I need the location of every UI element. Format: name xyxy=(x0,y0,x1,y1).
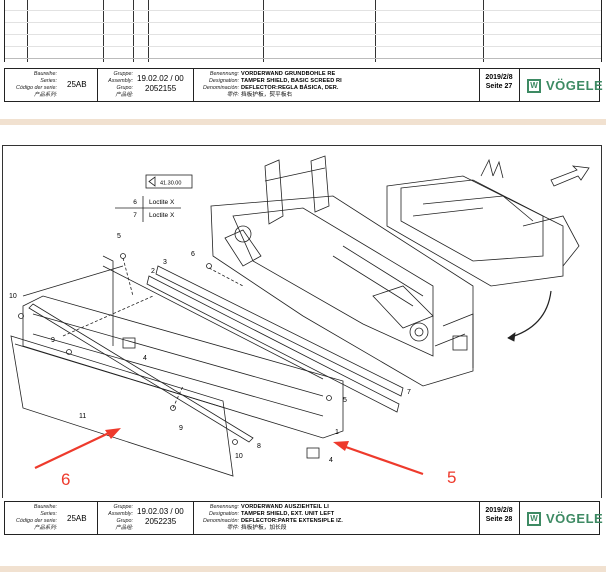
annotation-arrow-right xyxy=(342,444,424,476)
sheet-date: 2019/2/8 xyxy=(485,507,513,514)
view-arrow-icon xyxy=(550,165,590,187)
annotation-label-5: 5 xyxy=(447,468,456,487)
logo-mark-icon: W xyxy=(527,78,541,93)
group-value: 19.02.02 / 00 xyxy=(137,74,184,83)
loctite-table: 6 Loctite X 7 Loctite X 41.30.00 xyxy=(133,181,181,220)
page-number: Seite 28 xyxy=(485,516,513,523)
callout-9b: 9 xyxy=(179,425,183,432)
ref-box xyxy=(145,174,193,189)
callout-11: 11 xyxy=(79,413,86,420)
group-number: 2052155 xyxy=(145,84,177,93)
callout-1: 1 xyxy=(335,429,339,436)
designation-text: VORDERWAND AUSZIEHTEIL LI TAMPER SHIELD,… xyxy=(241,504,343,531)
callout-10b: 10 xyxy=(235,453,243,460)
voegele-logo: W VÖGELE xyxy=(527,511,603,526)
red-annotations: 6 5 xyxy=(34,428,456,489)
callouts: 1 2 3 4 4 5 5 6 7 8 9 9 10 10 11 xyxy=(9,233,411,464)
annotation-arrow-left xyxy=(34,431,112,469)
callout-7: 7 xyxy=(407,389,411,396)
callout-4b: 4 xyxy=(329,457,333,464)
parts-sheet-top: Baureihe: Series: Código der serie: 产品系列… xyxy=(0,0,606,114)
title-block: Baureihe: Series: Código der serie: 产品系列… xyxy=(4,68,603,102)
group-label: Gruppe: xyxy=(113,71,133,77)
page-separator xyxy=(0,119,606,125)
drawing-svg: 6 Loctite X 7 Loctite X 41.30.00 1 2 3 4… xyxy=(9,155,590,489)
callout-4a: 4 xyxy=(143,355,147,362)
voegele-logo: W VÖGELE xyxy=(527,78,603,93)
page-number: Seite 27 xyxy=(485,83,513,90)
page-separator xyxy=(0,566,606,572)
callout-2: 2 xyxy=(151,268,155,275)
loctite-label-6: Loctite X xyxy=(149,199,175,206)
ref-box-text: 41.30.00 xyxy=(160,181,181,187)
group-number: 2052235 xyxy=(145,517,177,526)
callout-5b: 5 xyxy=(343,397,347,404)
parts-sheet-bottom: Baureihe: Series: Código der serie: 产品系列… xyxy=(0,498,606,568)
callout-8: 8 xyxy=(257,443,261,450)
loctite-label-7: Loctite X xyxy=(149,212,175,219)
callout-9a: 9 xyxy=(51,337,55,344)
annotation-label-6: 6 xyxy=(61,470,70,489)
series-label: Baureihe: xyxy=(33,504,57,510)
parts-table xyxy=(4,0,602,62)
sheet-date: 2019/2/8 xyxy=(485,74,513,81)
callout-3: 3 xyxy=(163,259,167,266)
group-value: 19.02.03 / 00 xyxy=(137,507,184,516)
logo-mark-icon: W xyxy=(527,511,541,526)
callout-10a: 10 xyxy=(9,293,17,300)
exploded-drawing: 6 Loctite X 7 Loctite X 41.30.00 1 2 3 4… xyxy=(2,145,602,499)
series-value: 25AB xyxy=(67,80,87,89)
group-label: Gruppe: xyxy=(113,504,133,510)
callout-6: 6 xyxy=(191,251,195,258)
loctite-num-6: 6 xyxy=(133,199,137,206)
designation-label: Benennung: xyxy=(209,71,239,77)
callout-5a: 5 xyxy=(117,233,121,240)
designation-text: VORDERWAND GRUNDBOHLE RE TAMPER SHIELD, … xyxy=(241,71,342,98)
series-value: 25AB xyxy=(67,514,87,523)
series-label: Baureihe: xyxy=(33,71,57,77)
designation-label: Benennung: xyxy=(209,504,239,510)
loctite-num-7: 7 xyxy=(133,212,137,219)
title-block-bottom: Baureihe: Series: Código der serie: 产品系列… xyxy=(4,501,603,535)
